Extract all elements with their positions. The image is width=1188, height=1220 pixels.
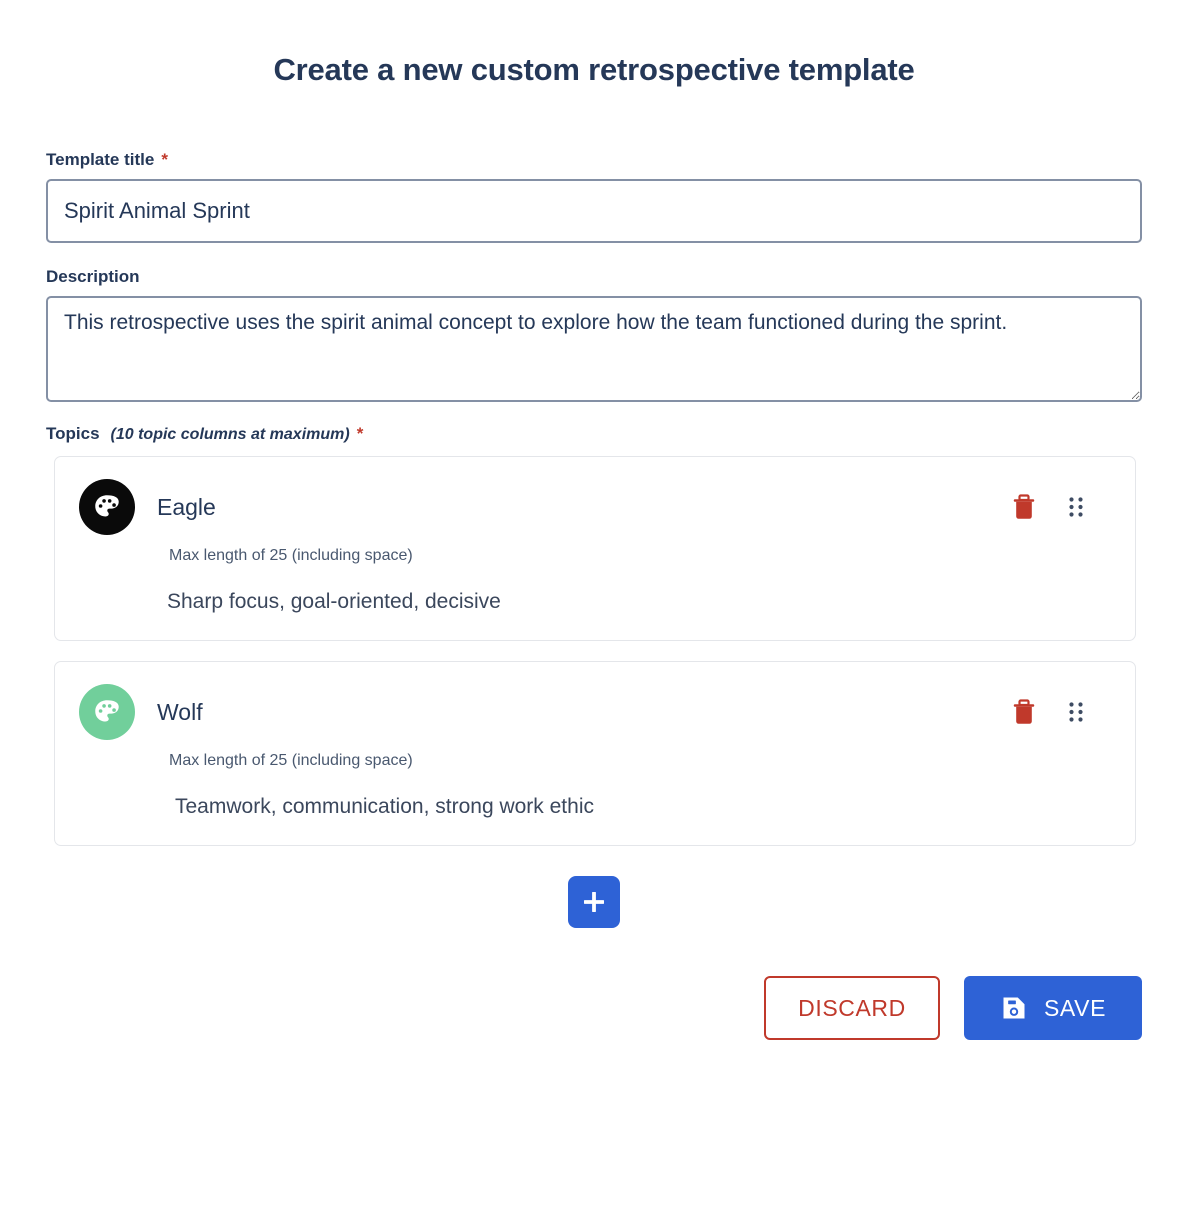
palette-icon: [95, 700, 119, 722]
topic-name[interactable]: Wolf: [157, 698, 203, 725]
topic-avatar[interactable]: [79, 684, 135, 740]
topics-label: Topics (10 topic columns at maximum) *: [46, 424, 1142, 444]
topics-required-asterisk: *: [356, 424, 364, 443]
plus-icon: [584, 892, 604, 912]
topic-header: Wolf: [55, 684, 1135, 740]
trash-icon: [1013, 699, 1035, 724]
topic-card[interactable]: Wolf: [54, 661, 1136, 846]
description-label-text: Description: [46, 267, 140, 286]
topic-actions: [1013, 699, 1135, 725]
topic-description[interactable]: Sharp focus, goal-oriented, decisive: [167, 590, 501, 613]
discard-button[interactable]: DISCARD: [764, 976, 940, 1040]
template-title-input[interactable]: [46, 179, 1142, 243]
template-title-label: Template title *: [46, 150, 1142, 170]
topic-hint: Max length of 25 (including space): [169, 752, 413, 769]
template-form: Template title * Description Topics (10 …: [0, 150, 1188, 928]
topic-hint: Max length of 25 (including space): [169, 547, 413, 564]
form-actions: DISCARD SAVE: [0, 976, 1188, 1040]
drag-handle-icon: [1069, 702, 1083, 722]
add-topic-row: [46, 876, 1142, 928]
floppy-disk-save-icon: [1003, 997, 1025, 1019]
drag-handle-button[interactable]: [1067, 495, 1085, 519]
topics-label-text: Topics: [46, 424, 100, 443]
topic-description[interactable]: Teamwork, communication, strong work eth…: [175, 795, 594, 818]
palette-icon: [95, 495, 119, 517]
topic-card[interactable]: Eagle: [54, 456, 1136, 641]
trash-icon: [1013, 494, 1035, 519]
drag-handle-icon: [1069, 497, 1083, 517]
add-topic-button[interactable]: [568, 876, 620, 928]
delete-topic-button[interactable]: [1013, 494, 1035, 520]
page-title: Create a new custom retrospective templa…: [273, 52, 915, 87]
topics-label-note: (10 topic columns at maximum): [110, 426, 350, 443]
delete-topic-button[interactable]: [1013, 699, 1035, 725]
topic-actions: [1013, 494, 1135, 520]
description-textarea[interactable]: [46, 296, 1142, 402]
required-asterisk: *: [161, 150, 168, 169]
save-button-label: SAVE: [1043, 994, 1107, 1021]
topic-avatar[interactable]: [79, 479, 135, 535]
template-title-label-text: Template title: [46, 150, 155, 169]
topic-name[interactable]: Eagle: [157, 493, 216, 520]
description-label: Description: [46, 267, 1142, 287]
topics-list: Eagle: [46, 456, 1142, 846]
drag-handle-button[interactable]: [1067, 700, 1085, 724]
save-button[interactable]: SAVE: [964, 976, 1142, 1040]
topic-header: Eagle: [55, 479, 1135, 535]
